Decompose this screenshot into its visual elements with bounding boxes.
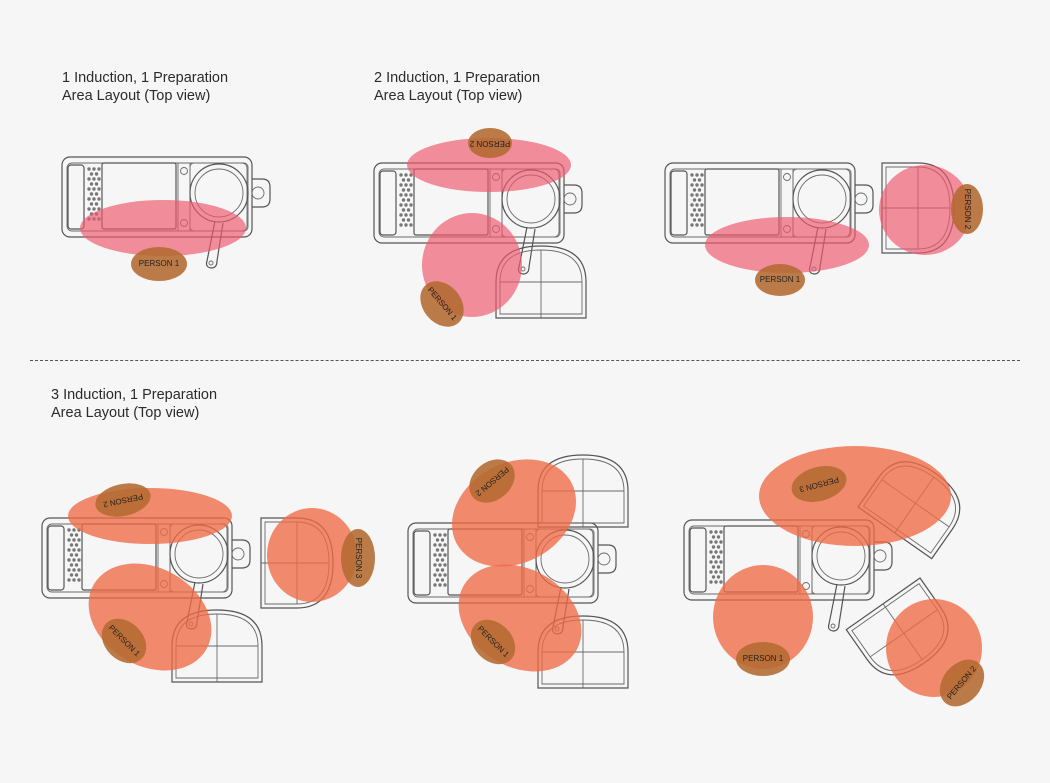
person-1-marker [101, 618, 147, 664]
layout-3b-diagram: PERSON 2 PERSON 1 [407, 454, 629, 689]
person-2-marker [939, 659, 985, 707]
layout-3-heading-line1: 3 Induction, 1 Preparation [51, 387, 218, 403]
section-divider [30, 360, 1020, 361]
work-zone-person-2 [879, 165, 971, 255]
layout-1-heading-line1: 1 Induction, 1 Preparation [62, 70, 229, 86]
layout-3-heading-line2: Area Layout (Top view) [51, 405, 200, 421]
person-1-marker [736, 642, 790, 676]
person-3-marker [791, 466, 847, 502]
work-zone-person-2 [407, 138, 571, 192]
layout-3a-diagram: PERSON 2 PERSON 3 PERSON 1 [41, 483, 375, 683]
work-zone-person-1 [705, 217, 869, 273]
person-3-marker [341, 529, 375, 587]
work-zone-person-1 [88, 563, 212, 671]
person-1-marker [131, 247, 187, 281]
person-2-marker [95, 483, 151, 517]
work-zone-person-3 [267, 508, 357, 602]
layout-2-diagram: PERSON 2 PERSON 1 [373, 128, 587, 327]
person-1-label: PERSON 1 [139, 259, 180, 268]
layout-1-diagram: PERSON 1 [61, 156, 271, 281]
work-zone-person-3 [759, 446, 951, 546]
person-1-marker [755, 264, 805, 296]
layout-2-heading: 2 Induction, 1 Preparation Area Layout (… [374, 69, 540, 105]
layout-1-heading: 1 Induction, 1 Preparation Area Layout (… [62, 69, 228, 105]
person-2-marker [951, 184, 983, 234]
person-1-label: PERSON 1 [760, 275, 801, 284]
layout-3-heading: 3 Induction, 1 Preparation Area Layout (… [51, 386, 217, 422]
person-2-label: PERSON 2 [469, 139, 510, 148]
layout-2-heading-line1: 2 Induction, 1 Preparation [374, 70, 541, 86]
person-1-marker [420, 281, 464, 327]
person-2-label: PERSON 2 [963, 189, 972, 230]
person-3-label: PERSON 3 [354, 538, 363, 579]
layout-2b-diagram: PERSON 1 PERSON 2 [664, 162, 983, 296]
person-1-label: PERSON 1 [743, 654, 784, 663]
layout-1-heading-line2: Area Layout (Top view) [62, 88, 211, 104]
work-zone-person-1 [80, 200, 246, 256]
person-2-marker [468, 128, 512, 158]
person-1-marker [470, 619, 516, 665]
person-2-marker [469, 459, 515, 503]
layout-3c-diagram: PERSON 3 PERSON 1 PERSON 2 [683, 446, 985, 707]
layout-2-heading-line2: Area Layout (Top view) [374, 88, 523, 104]
work-zone-person-1 [713, 565, 813, 669]
work-zone-person-1 [458, 564, 582, 672]
